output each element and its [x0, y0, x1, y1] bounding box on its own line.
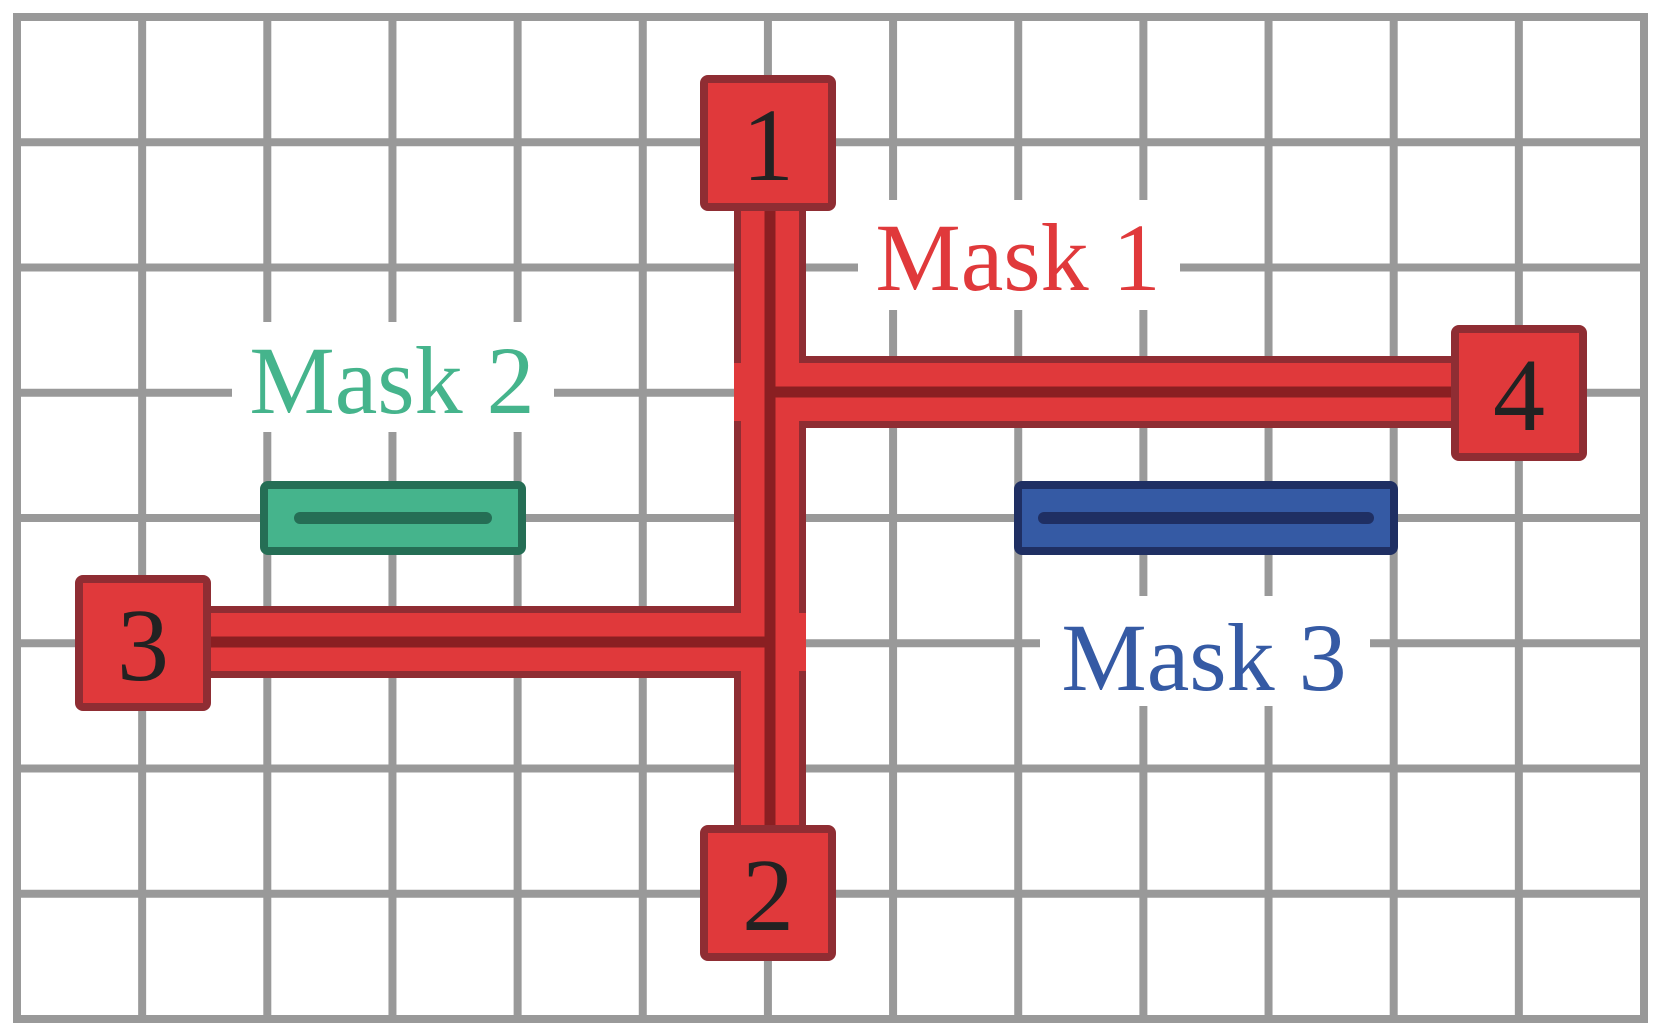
mask-2-label-background: [232, 322, 554, 432]
pin-1: 1: [700, 75, 836, 211]
mask-1-routing: 1 2 3 4: [75, 75, 1587, 961]
pin-1-label: 1: [742, 88, 794, 203]
mask-2-shape: [260, 481, 526, 555]
mask-3-label-background: [1040, 596, 1370, 706]
pin-2: 2: [700, 825, 836, 961]
mask-3-label: Mask 3: [1061, 604, 1346, 711]
pin-2-label: 2: [742, 838, 794, 953]
mask-2-label: Mask 2: [249, 327, 534, 434]
mask-3-shape: [1014, 481, 1398, 555]
pin-4: 4: [1451, 325, 1587, 461]
mask-1-label: Mask 1: [875, 204, 1160, 311]
mask-1-label-background: [858, 200, 1180, 310]
pin-3: 3: [75, 575, 211, 711]
pin-4-label: 4: [1493, 338, 1545, 453]
pin-3-label: 3: [117, 588, 169, 703]
